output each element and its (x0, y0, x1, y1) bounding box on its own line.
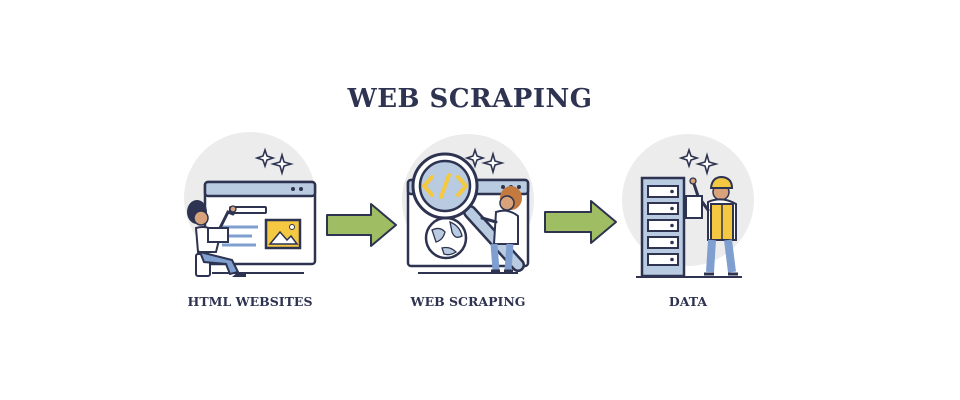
magnifier-code-icon (402, 134, 534, 274)
flow-arrow-1 (326, 203, 397, 247)
step-label-data: DATA (668, 294, 708, 309)
step-label-web-scraping: WEB SCRAPING (410, 294, 526, 309)
website-browser-icon (184, 132, 317, 277)
person-figure-right (685, 175, 738, 276)
diagram-title: WEB SCRAPING (347, 84, 593, 114)
server-rack-icon (622, 134, 754, 278)
server-units (647, 185, 679, 266)
step-label-html-websites: HTML WEBSITES (187, 294, 313, 309)
flow-arrow-2 (544, 200, 617, 244)
person-figure-left (187, 200, 246, 277)
person-figure-middle (480, 186, 522, 273)
